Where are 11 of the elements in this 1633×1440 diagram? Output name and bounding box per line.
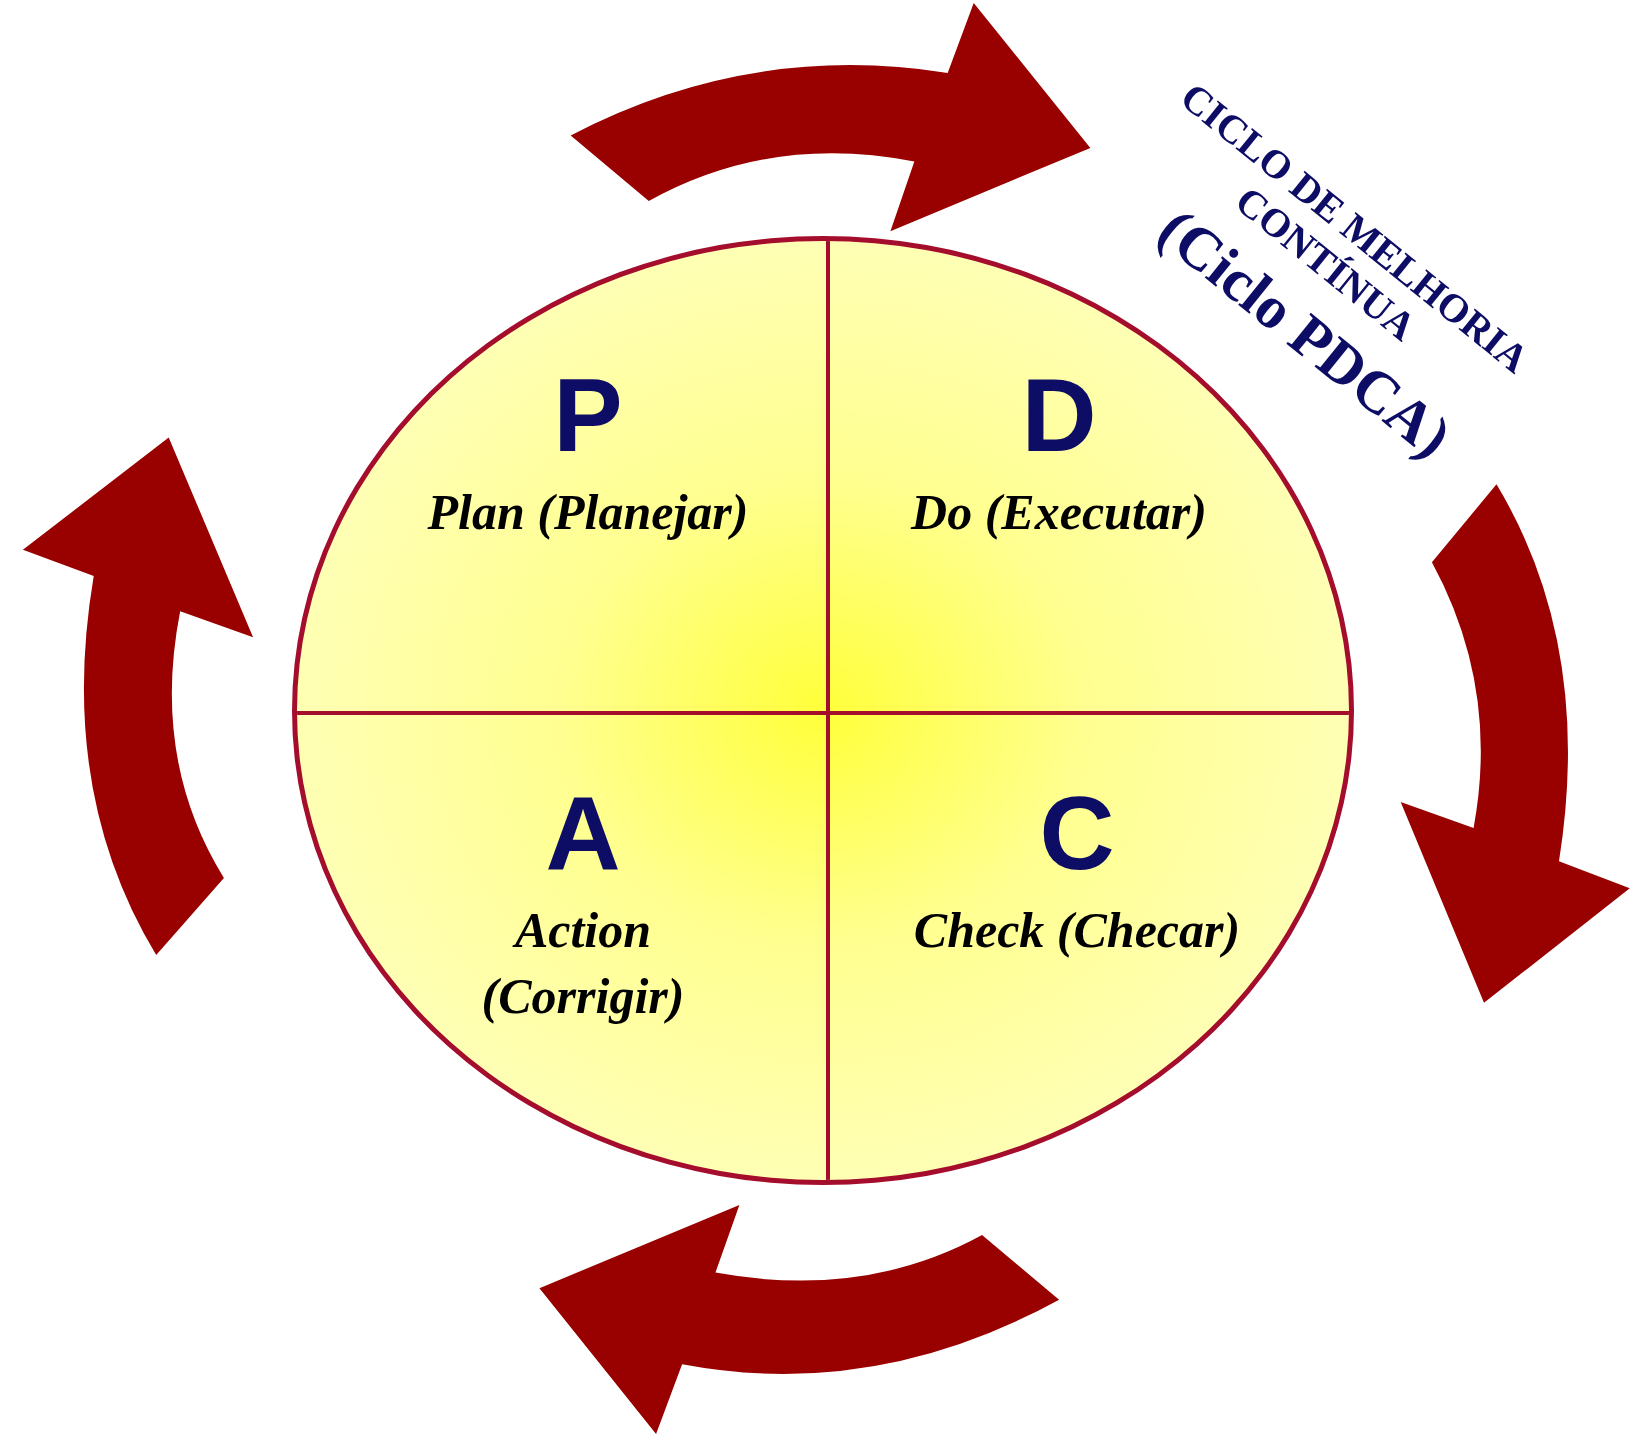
quadrant [297,713,828,1180]
phase-name: Do (Executar) [909,483,1208,542]
phase-letter: A [545,781,621,885]
quadrant [828,713,1349,1180]
phase-letter: D [1021,363,1097,467]
quadrant [297,241,828,713]
phase-name: Plan (Planejar) [426,483,750,542]
phase-letter: P [553,363,623,467]
phase-name: Action (Corrigir) [480,901,686,1026]
phase-letter: C [1039,781,1115,885]
phase-name: Check (Checar) [912,901,1242,960]
